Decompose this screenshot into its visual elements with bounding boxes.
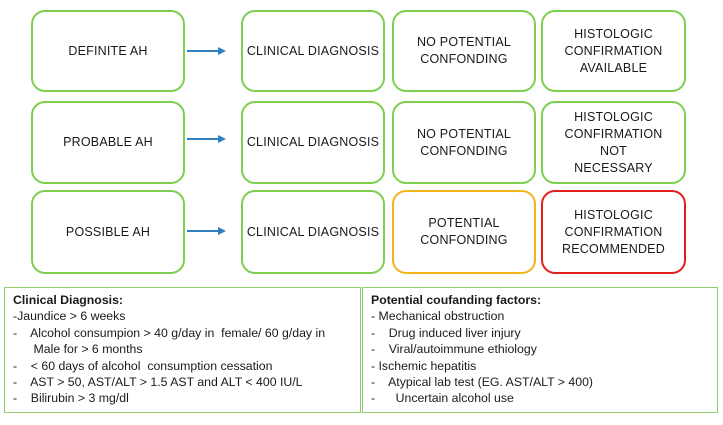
probable-ah-box: PROBABLE AH: [31, 101, 185, 184]
confounding-factors-line: - Uncertain alcohol use: [371, 391, 514, 406]
definite-histology-box: HISTOLOGIC CONFIRMATION AVAILABLE: [541, 10, 686, 92]
definite-clinical-diagnosis-label: CLINICAL DIAGNOSIS: [246, 43, 380, 58]
possible-ah-box: POSSIBLE AH: [31, 190, 185, 274]
possible-histology-box: HISTOLOGIC CONFIRMATION RECOMMENDED: [541, 190, 686, 274]
definite-clinical-diagnosis-box: CLINICAL DIAGNOSIS: [241, 10, 385, 92]
probable-arrow-icon: [187, 135, 226, 143]
clinical-diagnosis-line: -Jaundice > 6 weeks: [13, 309, 126, 324]
clinical-diagnosis-line: - Alcohol consumpion > 40 g/day in femal…: [13, 325, 326, 340]
definite-ah-box: DEFINITE AH: [31, 10, 185, 92]
confounding-factors-title: Potential coufanding factors:: [371, 293, 542, 307]
confounding-factors-line: - Atypical lab test (EG. AST/ALT > 400): [371, 375, 594, 390]
probable-ah-label: PROBABLE AH: [63, 135, 153, 149]
possible-confounding-label: POTENTIAL CONFONDING: [420, 216, 508, 247]
confounding-factors-legend: Potential coufanding factors: - Mechanic…: [362, 287, 718, 413]
possible-ah-label: POSSIBLE AH: [65, 224, 151, 239]
clinical-diagnosis-line: - Bilirubin > 3 mg/dl: [13, 391, 129, 406]
possible-arrow-icon: [187, 227, 226, 235]
definite-confounding-label: NO POTENTIAL CONFONDING: [416, 35, 512, 66]
confounding-factors-line: - Drug induced liver injury: [371, 325, 521, 340]
clinical-diagnosis-line: - AST > 50, AST/ALT > 1.5 AST and ALT < …: [13, 375, 303, 390]
probable-histology-label: HISTOLOGIC CONFIRMATION NOT NECESSARY: [564, 109, 663, 175]
clinical-diagnosis-line: - < 60 days of alcohol consumption cessa…: [13, 358, 273, 373]
confounding-factors-line: - Ischemic hepatitis: [371, 358, 477, 373]
clinical-diagnosis-legend: Clinical Diagnosis: -Jaundice > 6 weeks …: [4, 287, 361, 413]
possible-confounding-box: POTENTIAL CONFONDING: [392, 190, 536, 274]
definite-confounding-box: NO POTENTIAL CONFONDING: [392, 10, 536, 92]
clinical-diagnosis-title: Clinical Diagnosis:: [13, 293, 124, 307]
probable-confounding-label: NO POTENTIAL CONFONDING: [416, 126, 512, 158]
definite-histology-label: HISTOLOGIC CONFIRMATION AVAILABLE: [564, 26, 663, 75]
possible-clinical-diagnosis-label: CLINICAL DIAGNOSIS: [246, 224, 380, 239]
definite-arrow-icon: [187, 47, 226, 55]
possible-clinical-diagnosis-box: CLINICAL DIAGNOSIS: [241, 190, 385, 274]
probable-confounding-box: NO POTENTIAL CONFONDING: [392, 101, 536, 184]
probable-histology-box: HISTOLOGIC CONFIRMATION NOT NECESSARY: [541, 101, 686, 184]
clinical-diagnosis-line: Male for > 6 months: [13, 342, 143, 357]
probable-clinical-diagnosis-label: CLINICAL DIAGNOSIS: [246, 135, 380, 149]
confounding-factors-line: - Mechanical obstruction: [371, 309, 505, 324]
definite-ah-label: DEFINITE AH: [68, 43, 148, 58]
confounding-factors-line: - Viral/autoimmune ethiology: [371, 342, 537, 357]
probable-clinical-diagnosis-box: CLINICAL DIAGNOSIS: [241, 101, 385, 184]
possible-histology-label: HISTOLOGIC CONFIRMATION RECOMMENDED: [562, 207, 665, 256]
